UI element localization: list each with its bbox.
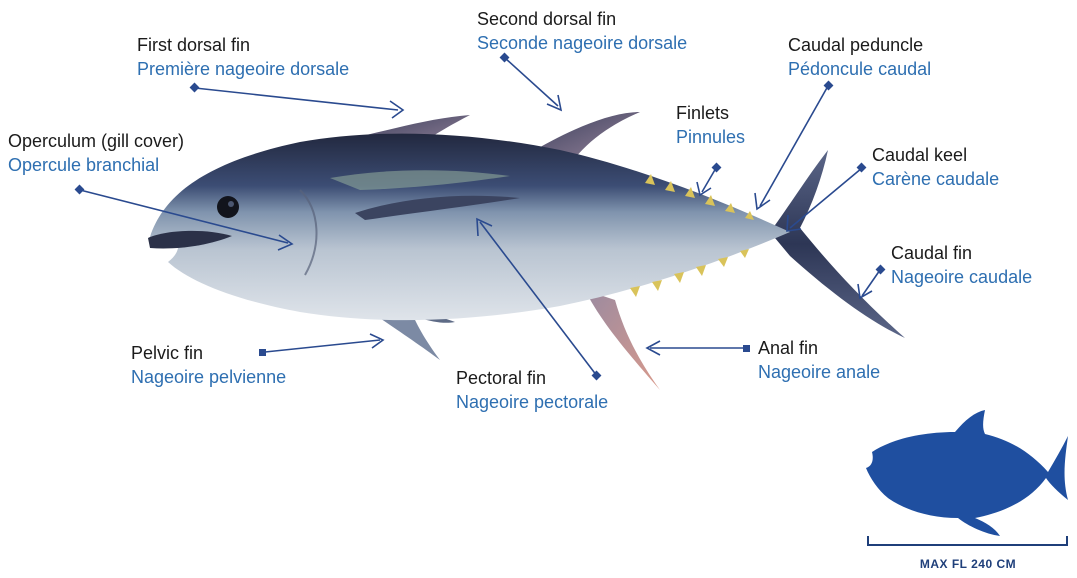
label-caudal-keel: Caudal keel Carène caudale xyxy=(872,143,999,191)
label-finlets-en: Finlets xyxy=(676,101,745,125)
label-first-dorsal-fin-en: First dorsal fin xyxy=(137,33,349,57)
label-caudal-fin-fr: Nageoire caudale xyxy=(891,265,1032,289)
label-caudal-keel-en: Caudal keel xyxy=(872,143,999,167)
label-caudal-keel-fr: Carène caudale xyxy=(872,167,999,191)
label-pelvic-fin-fr: Nageoire pelvienne xyxy=(131,365,286,389)
label-first-dorsal-fin: First dorsal fin Première nageoire dorsa… xyxy=(137,33,349,81)
eye-shape xyxy=(217,196,239,218)
label-caudal-fin: Caudal fin Nageoire caudale xyxy=(891,241,1032,289)
label-finlets-fr: Pinnules xyxy=(676,125,745,149)
label-finlets: Finlets Pinnules xyxy=(676,101,745,149)
label-second-dorsal-fin-en: Second dorsal fin xyxy=(477,7,687,31)
tuna-silhouette-icon xyxy=(866,410,1068,536)
label-second-dorsal-fin: Second dorsal fin Seconde nageoire dorsa… xyxy=(477,7,687,55)
size-bracket xyxy=(868,536,1067,546)
label-pelvic-fin: Pelvic fin Nageoire pelvienne xyxy=(131,341,286,389)
label-pectoral-fin-fr: Nageoire pectorale xyxy=(456,390,608,414)
label-caudal-peduncle: Caudal peduncle Pédoncule caudal xyxy=(788,33,931,81)
label-caudal-peduncle-en: Caudal peduncle xyxy=(788,33,931,57)
label-operculum-en: Operculum (gill cover) xyxy=(8,129,184,153)
max-fork-length-label: MAX FL 240 CM xyxy=(868,557,1068,571)
label-pectoral-fin: Pectoral fin Nageoire pectorale xyxy=(456,366,608,414)
eye-highlight xyxy=(228,201,234,207)
label-anal-fin-en: Anal fin xyxy=(758,336,880,360)
label-pelvic-fin-en: Pelvic fin xyxy=(131,341,286,365)
label-second-dorsal-fin-fr: Seconde nageoire dorsale xyxy=(477,31,687,55)
label-first-dorsal-fin-fr: Première nageoire dorsale xyxy=(137,57,349,81)
label-caudal-fin-en: Caudal fin xyxy=(891,241,1032,265)
label-pectoral-fin-en: Pectoral fin xyxy=(456,366,608,390)
pointer-caudal-peduncle xyxy=(760,86,828,206)
label-anal-fin-fr: Nageoire anale xyxy=(758,360,880,384)
tuna-body xyxy=(150,134,790,321)
label-operculum: Operculum (gill cover) Opercule branchia… xyxy=(8,129,184,177)
label-caudal-peduncle-fr: Pédoncule caudal xyxy=(788,57,931,81)
label-operculum-fr: Opercule branchial xyxy=(8,153,184,177)
label-anal-fin: Anal fin Nageoire anale xyxy=(758,336,880,384)
pointer-first-dorsal-fin xyxy=(195,88,398,110)
pointer-second-dorsal-fin xyxy=(505,58,558,106)
